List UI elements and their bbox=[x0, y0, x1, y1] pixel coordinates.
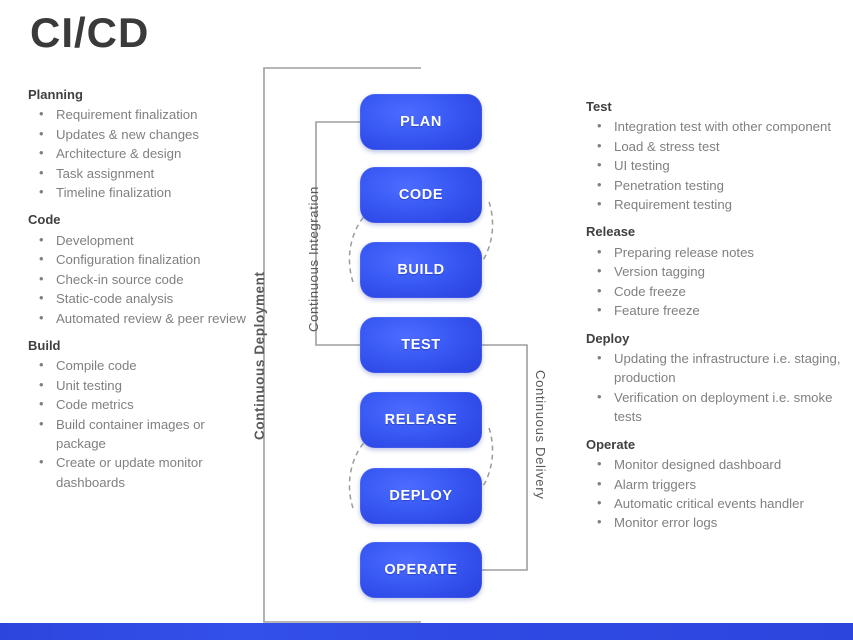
bullet-list: Preparing release notesVersion taggingCo… bbox=[586, 242, 848, 321]
left-text-column: PlanningRequirement finalizationUpdates … bbox=[28, 86, 250, 492]
label-continuous-delivery: Continuous Delivery bbox=[533, 370, 548, 500]
section-release: ReleasePreparing release notesVersion ta… bbox=[586, 223, 848, 320]
bottom-accent-bar bbox=[0, 623, 853, 640]
section-test: TestIntegration test with other componen… bbox=[586, 98, 848, 214]
section-operate: OperateMonitor designed dashboardAlarm t… bbox=[586, 436, 848, 533]
list-item: Build container images or package bbox=[28, 414, 250, 454]
stage-label-release: RELEASE bbox=[384, 412, 458, 428]
stage-box-operate[interactable]: OPERATE bbox=[360, 542, 482, 598]
list-item: Unit testing bbox=[28, 375, 250, 395]
list-item: Development bbox=[28, 230, 250, 250]
label-continuous-deployment: Continuous Deployment bbox=[252, 271, 267, 440]
list-item: Penetration testing bbox=[586, 175, 848, 195]
stage-label-test: TEST bbox=[401, 337, 441, 353]
page-title: CI/CD bbox=[30, 9, 150, 56]
stage-label-code: CODE bbox=[398, 187, 444, 203]
list-item: Alarm triggers bbox=[586, 473, 848, 494]
right-text-column: TestIntegration test with other componen… bbox=[586, 98, 848, 533]
list-item: Updating the infrastructure i.e. staging… bbox=[586, 348, 848, 388]
list-item: Check-in source code bbox=[28, 269, 250, 289]
list-item: Timeline finalization bbox=[28, 182, 250, 202]
list-item: Monitor error logs bbox=[586, 512, 848, 532]
section-deploy: DeployUpdating the infrastructure i.e. s… bbox=[586, 330, 848, 427]
list-item: Compile code bbox=[28, 355, 250, 375]
section-heading: Deploy bbox=[586, 330, 630, 346]
stage-box-test[interactable]: TEST bbox=[360, 317, 482, 373]
continuous-integration-bracket bbox=[315, 121, 360, 346]
section-heading: Build bbox=[28, 337, 61, 353]
stage-box-build[interactable]: BUILD bbox=[360, 242, 482, 298]
section-code: CodeDevelopmentConfiguration finalizatio… bbox=[28, 211, 250, 327]
list-item: Automated review & peer review bbox=[28, 308, 250, 328]
bullet-list: Integration test with other componentLoa… bbox=[586, 116, 848, 214]
section-heading: Operate bbox=[586, 436, 636, 452]
list-item: Requirement testing bbox=[586, 194, 848, 214]
list-item: Feature freeze bbox=[586, 300, 848, 320]
stage-label-operate: OPERATE bbox=[384, 562, 458, 578]
bullet-list: Requirement finalizationUpdates & new ch… bbox=[28, 104, 250, 202]
list-item: Load & stress test bbox=[586, 136, 848, 156]
stage-box-deploy[interactable]: DEPLOY bbox=[360, 468, 482, 524]
section-build: BuildCompile codeUnit testingCode metric… bbox=[28, 337, 250, 492]
stage-label-build: BUILD bbox=[397, 262, 445, 278]
bullet-list: Compile codeUnit testingCode metricsBuil… bbox=[28, 355, 250, 492]
list-item: Verification on deployment i.e. smoke te… bbox=[586, 387, 848, 427]
section-heading: Test bbox=[586, 99, 612, 114]
list-item: Static-code analysis bbox=[28, 288, 250, 308]
section-planning: PlanningRequirement finalizationUpdates … bbox=[28, 86, 250, 202]
list-item: Requirement finalization bbox=[28, 104, 250, 124]
list-item: Monitor designed dashboard bbox=[586, 454, 848, 474]
stage-label-deploy: DEPLOY bbox=[389, 488, 453, 504]
list-item: Task assignment bbox=[28, 163, 250, 183]
list-item: Architecture & design bbox=[28, 143, 250, 163]
list-item: Updates & new changes bbox=[28, 124, 250, 144]
stage-box-code[interactable]: CODE bbox=[360, 167, 482, 223]
list-item: Code metrics bbox=[28, 394, 250, 414]
continuous-delivery-bracket bbox=[482, 344, 528, 571]
stage-box-plan[interactable]: PLAN bbox=[360, 94, 482, 150]
label-continuous-integration: Continuous Integration bbox=[306, 186, 321, 332]
list-item: Configuration finalization bbox=[28, 249, 250, 269]
list-item: Automatic critical events handler bbox=[586, 493, 848, 513]
list-item: Code freeze bbox=[586, 281, 848, 301]
list-item: Create or update monitor dashboards bbox=[28, 452, 250, 492]
section-heading: Code bbox=[28, 212, 61, 228]
section-heading: Release bbox=[586, 224, 636, 240]
bullet-list: Monitor designed dashboardAlarm triggers… bbox=[586, 454, 848, 533]
section-heading: Planning bbox=[28, 87, 83, 102]
stage-label-plan: PLAN bbox=[400, 114, 442, 130]
list-item: UI testing bbox=[586, 155, 848, 175]
list-item: Integration test with other component bbox=[586, 116, 848, 136]
list-item: Preparing release notes bbox=[586, 242, 848, 262]
list-item: Version tagging bbox=[586, 261, 848, 281]
stage-box-release[interactable]: RELEASE bbox=[360, 392, 482, 448]
bullet-list: Updating the infrastructure i.e. staging… bbox=[586, 348, 848, 427]
bullet-list: DevelopmentConfiguration finalizationChe… bbox=[28, 230, 250, 328]
